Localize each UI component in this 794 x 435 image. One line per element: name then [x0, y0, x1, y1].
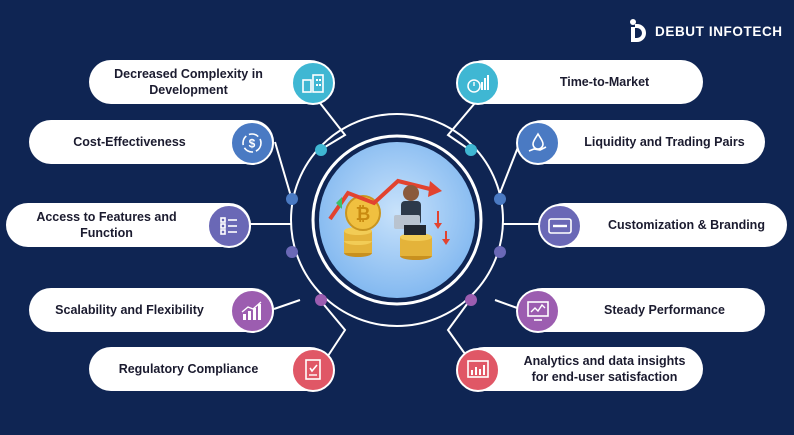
feature-steady-performance: Steady Performance — [520, 288, 765, 332]
clock-chart-icon — [456, 61, 500, 105]
connector-dot — [315, 294, 327, 306]
connector-right-2 — [497, 141, 521, 199]
feature-time-to-market: Time-to-Market — [462, 60, 703, 104]
connector-left-4 — [273, 299, 301, 310]
connector-right-4 — [494, 299, 521, 310]
feature-label: Customization & Branding — [608, 218, 765, 232]
feature-label: Analytics and data insights for end-user… — [523, 354, 686, 384]
connector-dot — [315, 144, 327, 156]
svg-text:$: $ — [249, 137, 256, 151]
feature-analytics-insights: Analytics and data insights for end-user… — [462, 347, 703, 391]
compliance-document-icon — [291, 348, 335, 392]
feature-label: Steady Performance — [604, 303, 725, 317]
connector-left-1 — [319, 102, 347, 151]
coin-stack-icon — [344, 227, 432, 260]
dollar-cycle-icon: $ — [230, 121, 274, 165]
connector-left-2 — [274, 141, 293, 201]
feature-access-features: Access to Features and Function — [6, 203, 251, 247]
connector-right-1 — [446, 102, 476, 151]
brand-card-icon — [538, 204, 582, 248]
feature-label: Time-to-Market — [559, 75, 650, 89]
connector-dot — [494, 193, 506, 205]
feature-scalability: Scalability and Flexibility — [29, 288, 274, 332]
person-laptop-icon — [394, 185, 426, 235]
connector-dot — [465, 294, 477, 306]
feature-liquidity-trading: Liquidity and Trading Pairs — [520, 120, 765, 164]
connector-dot — [494, 246, 506, 258]
outer-orbit — [290, 113, 504, 327]
feature-label: Liquidity and Trading Pairs — [584, 135, 745, 149]
brand-name: DEBUT INFOTECH — [655, 23, 783, 39]
buildings-icon — [291, 61, 335, 105]
feature-customization-branding: Customization & Branding — [542, 203, 787, 247]
performance-monitor-icon — [516, 289, 560, 333]
analytics-screen-icon — [456, 348, 500, 392]
growth-chart-icon — [230, 289, 274, 333]
liquidity-hand-icon — [516, 121, 560, 165]
connector-dot — [465, 144, 477, 156]
feature-label: Cost-Effectiveness — [73, 135, 186, 149]
feature-label: Decreased Complexity in Development — [114, 67, 263, 97]
feature-label: Scalability and Flexibility — [55, 303, 204, 317]
connector-dot — [286, 246, 298, 258]
outer-ring — [311, 134, 483, 306]
feature-label: Access to Features and Function — [36, 210, 177, 240]
brand-logo-icon — [630, 19, 646, 42]
connector-dot — [286, 193, 298, 205]
bitcoin-icon: ₿ — [345, 195, 381, 231]
feature-label: Regulatory Compliance — [118, 362, 259, 376]
brand-logo: DEBUT INFOTECH — [627, 18, 783, 44]
checklist-icon — [207, 204, 251, 248]
svg-text:₿: ₿ — [356, 204, 371, 224]
center-illustration: ₿ — [319, 142, 475, 298]
